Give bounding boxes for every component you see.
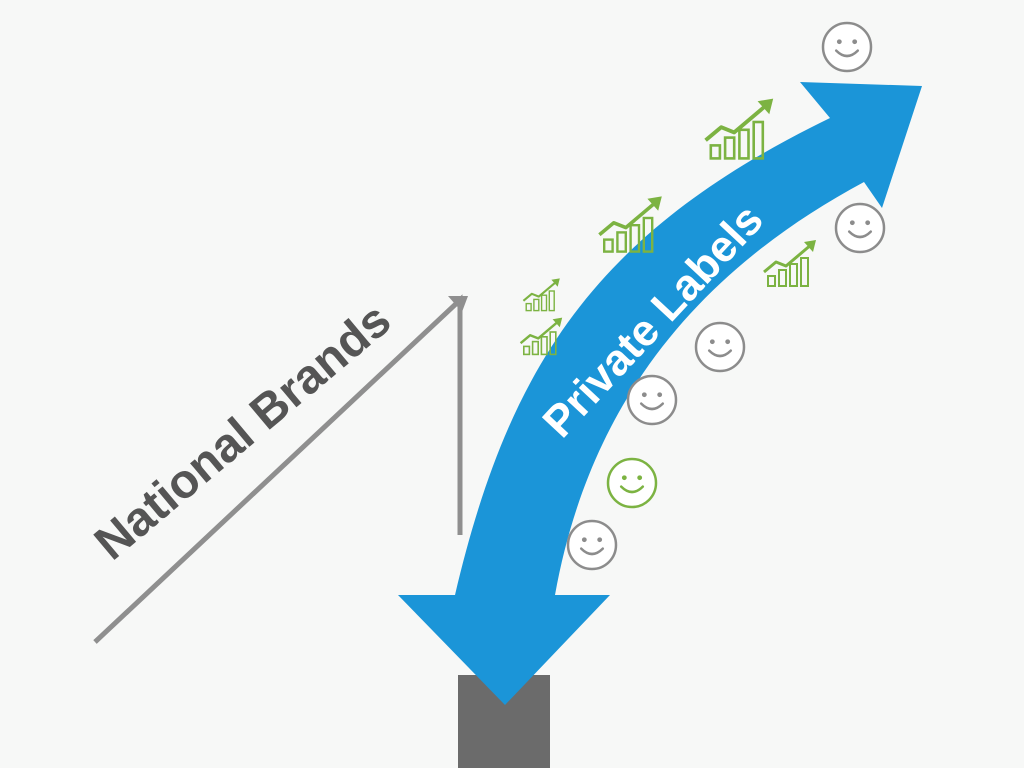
growth-bar-chart-icon	[704, 98, 774, 160]
growth-bar-chart-icon	[763, 240, 816, 287]
private-labels-arrow	[398, 82, 922, 705]
national-brands-line-tip	[448, 296, 468, 312]
smiley-face-icon	[834, 202, 886, 254]
smiley-face-icon	[694, 321, 746, 373]
smiley-face-icon	[606, 457, 658, 509]
smiley-face-icon	[626, 374, 678, 426]
growth-bar-chart-icon	[519, 317, 563, 356]
national-brands-line	[93, 294, 463, 644]
growth-icons-group	[519, 98, 816, 356]
smiley-icons-group	[566, 21, 886, 571]
growth-bar-chart-icon	[598, 196, 662, 253]
smiley-face-icon	[821, 21, 873, 73]
national-brands-label: National Brands	[85, 293, 401, 570]
smiley-face-icon	[566, 519, 618, 571]
growth-bar-chart-icon	[522, 278, 560, 312]
